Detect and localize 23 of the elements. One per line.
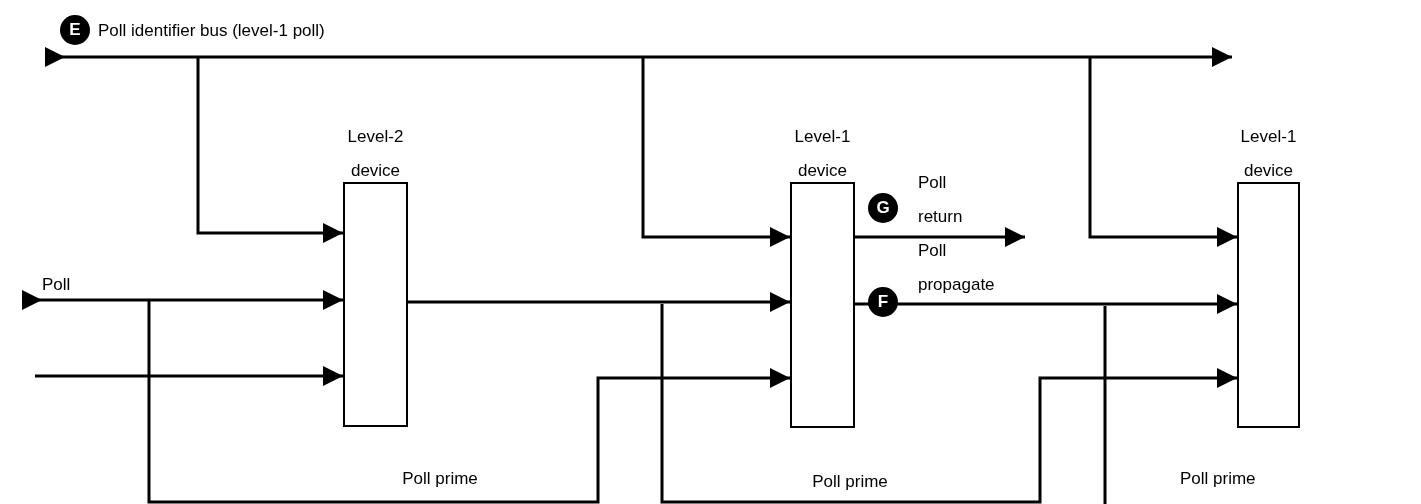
label-text: Poll prime bbox=[1180, 468, 1256, 490]
arrow bbox=[196, 57, 343, 243]
arrow bbox=[408, 292, 790, 312]
device-label: Level-1 device bbox=[1239, 126, 1298, 182]
callout-letter: F bbox=[868, 287, 898, 317]
arrow bbox=[35, 366, 343, 386]
callout-letter: E bbox=[60, 15, 90, 45]
arrow bbox=[855, 294, 1237, 314]
arrow bbox=[22, 290, 343, 310]
label-text: Poll identifier bus (level-1 poll) bbox=[98, 20, 325, 42]
arrow bbox=[855, 227, 1025, 247]
device-label: Level-1 device bbox=[793, 126, 852, 182]
arrow bbox=[641, 57, 790, 247]
device-label: Level-2 device bbox=[346, 126, 405, 182]
edge-label: Poll prime bbox=[811, 471, 889, 493]
edge-label: Poll prime bbox=[401, 468, 479, 490]
callout-letter: G bbox=[868, 193, 898, 223]
arrow bbox=[147, 300, 790, 504]
arrow bbox=[1088, 57, 1237, 247]
edge-label: Poll propagate bbox=[918, 240, 996, 296]
edge-label: Poll return bbox=[918, 172, 964, 228]
edge-label: Poll bbox=[42, 274, 72, 296]
arrow bbox=[660, 304, 1237, 504]
